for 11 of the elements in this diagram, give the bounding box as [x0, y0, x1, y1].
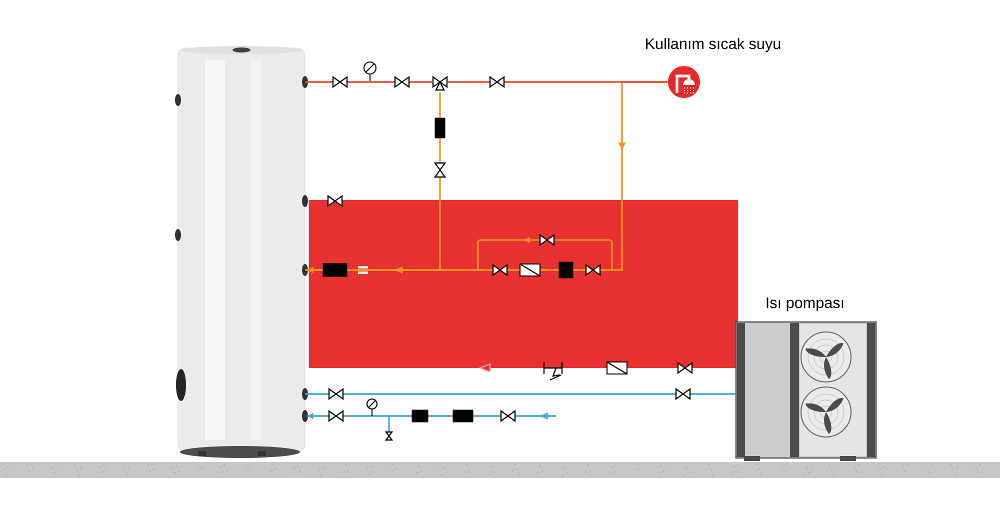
pipe-line [305, 81, 432, 83]
callout-label: Isı pompası [766, 297, 844, 312]
pipe-line [305, 92, 441, 271]
callout-label: Kullanım sıcak suyu [646, 38, 780, 52]
heat-pump-drawing [735, 321, 877, 461]
three-way-valve-symbol [432, 76, 448, 91]
pipe-line [448, 81, 668, 83]
pipe-line [307, 412, 556, 420]
shower-icon [668, 66, 700, 98]
tank-drawing [175, 46, 308, 458]
pipe-line [305, 393, 736, 395]
